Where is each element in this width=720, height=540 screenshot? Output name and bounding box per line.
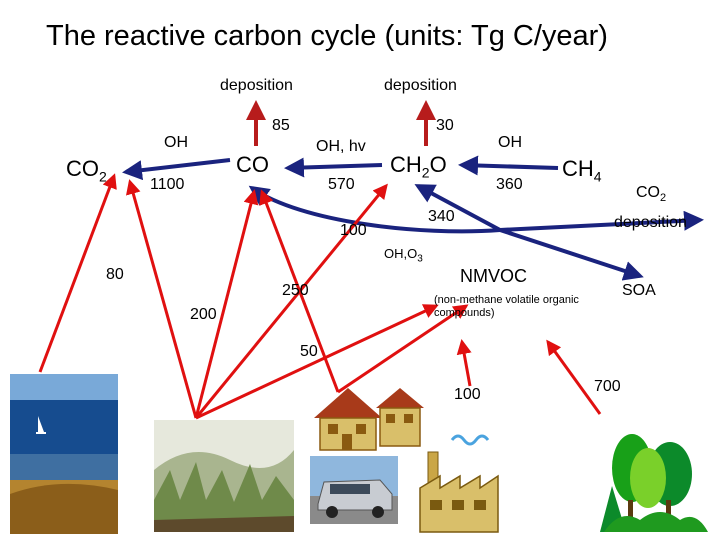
flux-co-deposition: 85 (272, 117, 290, 134)
arrow-forest-to-nmvoc (546, 339, 602, 415)
co2-deposition-word: deposition (614, 214, 687, 231)
oxidant-label-oh-left: OH (164, 134, 188, 151)
flux-co-to-co2: 1100 (150, 176, 185, 193)
arrow-ch2o-to-co (284, 157, 383, 178)
arrow-vehicles-to-nmvoc (337, 304, 469, 394)
arrow-fire-to-nmvoc (195, 304, 439, 420)
deposition-label-right: deposition (384, 77, 457, 94)
arrow-industry-to-nmvoc (456, 339, 472, 387)
oxidant-label-oh-hv: OH, hv (316, 138, 366, 155)
arrow-nmvoc-to-co2-deposition (499, 210, 704, 232)
flux-ocean: 80 (106, 266, 124, 283)
co2-deposition-label: CO2 (636, 184, 667, 205)
grassland-fire-image (154, 420, 294, 532)
deposition-label-left: deposition (220, 77, 293, 94)
arrow-nmvoc-to-co (248, 185, 501, 234)
flux-nmvoc-to-ch2o: 340 (428, 208, 455, 225)
nmvoc-description: (non-methane volatile organic compounds) (434, 294, 579, 319)
species-co: CO (236, 152, 269, 177)
flux-biogenic: 700 (594, 378, 621, 395)
forest-icon (600, 434, 708, 532)
page-title: The reactive carbon cycle (units: Tg C/y… (46, 20, 608, 52)
flux-vegetation-fire: 200 (190, 306, 217, 323)
arrow-nmvoc-to-ch2o (414, 184, 501, 232)
arrow-fire-to-co (194, 189, 259, 419)
oxidant-label-oh-o3: OH,O3 (384, 246, 423, 265)
arrow-co-to-co2 (122, 158, 231, 181)
species-ch2o: CH2O (390, 152, 447, 181)
arrow-fire-to-ch2o (194, 183, 388, 419)
species-ch4: CH4 (562, 156, 602, 185)
flux-ch2o-deposition: 30 (436, 117, 454, 134)
arrow-ocean-to-co2 (38, 173, 117, 373)
flux-ch2o-to-co: 570 (328, 176, 355, 193)
flux-vehicles: 50 (300, 343, 318, 360)
arrow-nmvoc-to-soa (499, 228, 644, 281)
flux-fire-direct: 250 (282, 282, 309, 299)
species-nmvoc: NMVOC (460, 266, 527, 286)
arrow-ch4-to-ch2o (458, 155, 559, 176)
flux-nmvoc-to-co: 100 (340, 222, 367, 239)
vehicle-image (310, 456, 398, 524)
arrow-vehicles-to-co (259, 189, 340, 393)
flux-ch4-to-ch2o: 360 (496, 176, 523, 193)
species-co2: CO2 (66, 156, 107, 185)
arrow-fire-to-co2 (126, 179, 198, 419)
oxidant-label-oh-right: OH (498, 134, 522, 151)
ocean-image (10, 374, 118, 534)
species-soa: SOA (622, 282, 656, 299)
houses-icon (314, 388, 424, 451)
factory-icon (419, 434, 499, 533)
flux-industry: 100 (454, 386, 481, 403)
